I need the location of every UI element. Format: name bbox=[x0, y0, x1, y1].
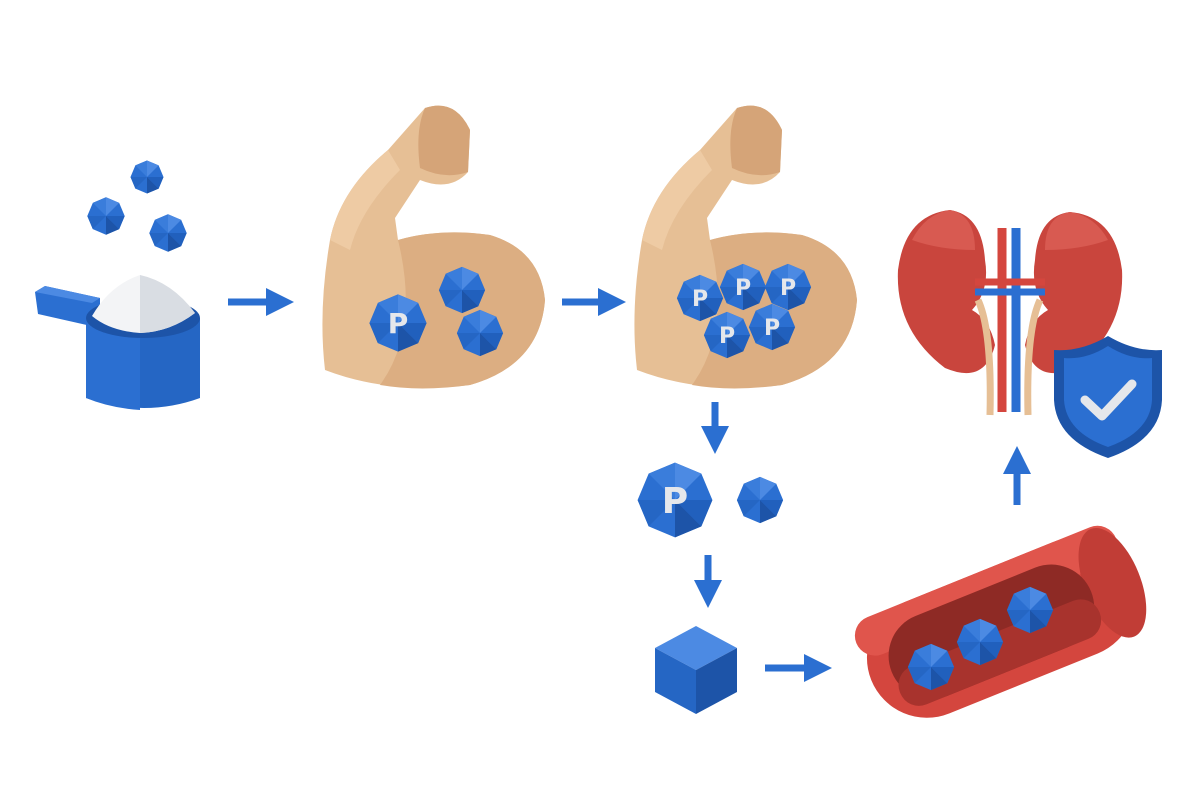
creatinine-cube-icon bbox=[655, 626, 737, 714]
left-kidney bbox=[897, 210, 995, 374]
svg-text:P: P bbox=[764, 316, 780, 341]
creatinine-molecule bbox=[1006, 586, 1054, 634]
molecule-pair-icon: P bbox=[637, 462, 784, 538]
phosphocreatine-molecule: P bbox=[637, 462, 713, 538]
svg-text:P: P bbox=[388, 307, 409, 340]
svg-text:P: P bbox=[735, 276, 751, 301]
flexed-arm-icon: P P P P P bbox=[634, 105, 857, 389]
phosphocreatine-molecule: P bbox=[703, 311, 751, 359]
phosphocreatine-molecule: P bbox=[764, 263, 812, 311]
phosphocreatine-molecule: P bbox=[719, 263, 767, 311]
check-mark-icon bbox=[1080, 379, 1137, 421]
creatinine-molecule bbox=[956, 618, 1004, 666]
creatinine-molecule bbox=[907, 643, 955, 691]
creatine-molecule bbox=[456, 309, 504, 357]
svg-text:P: P bbox=[780, 276, 796, 301]
right-kidney bbox=[1025, 212, 1123, 374]
blood-vessel-icon bbox=[854, 525, 1147, 718]
phosphocreatine-molecule: P bbox=[369, 294, 427, 352]
svg-text:P: P bbox=[692, 287, 708, 312]
falling-molecule bbox=[130, 160, 164, 194]
creatine-molecule bbox=[438, 266, 486, 314]
falling-molecule bbox=[87, 197, 125, 235]
svg-text:P: P bbox=[719, 324, 735, 349]
phosphocreatine-molecule: P bbox=[676, 274, 724, 322]
creatine-molecule bbox=[736, 476, 784, 524]
svg-text:P: P bbox=[662, 481, 688, 522]
phosphocreatine-molecule: P bbox=[748, 303, 796, 351]
falling-molecule bbox=[149, 214, 187, 252]
flexed-arm-icon: P bbox=[322, 105, 545, 389]
kidneys-icon bbox=[897, 210, 1123, 416]
shield-check-icon bbox=[1054, 336, 1162, 458]
scoop-with-powder-icon bbox=[35, 160, 200, 410]
